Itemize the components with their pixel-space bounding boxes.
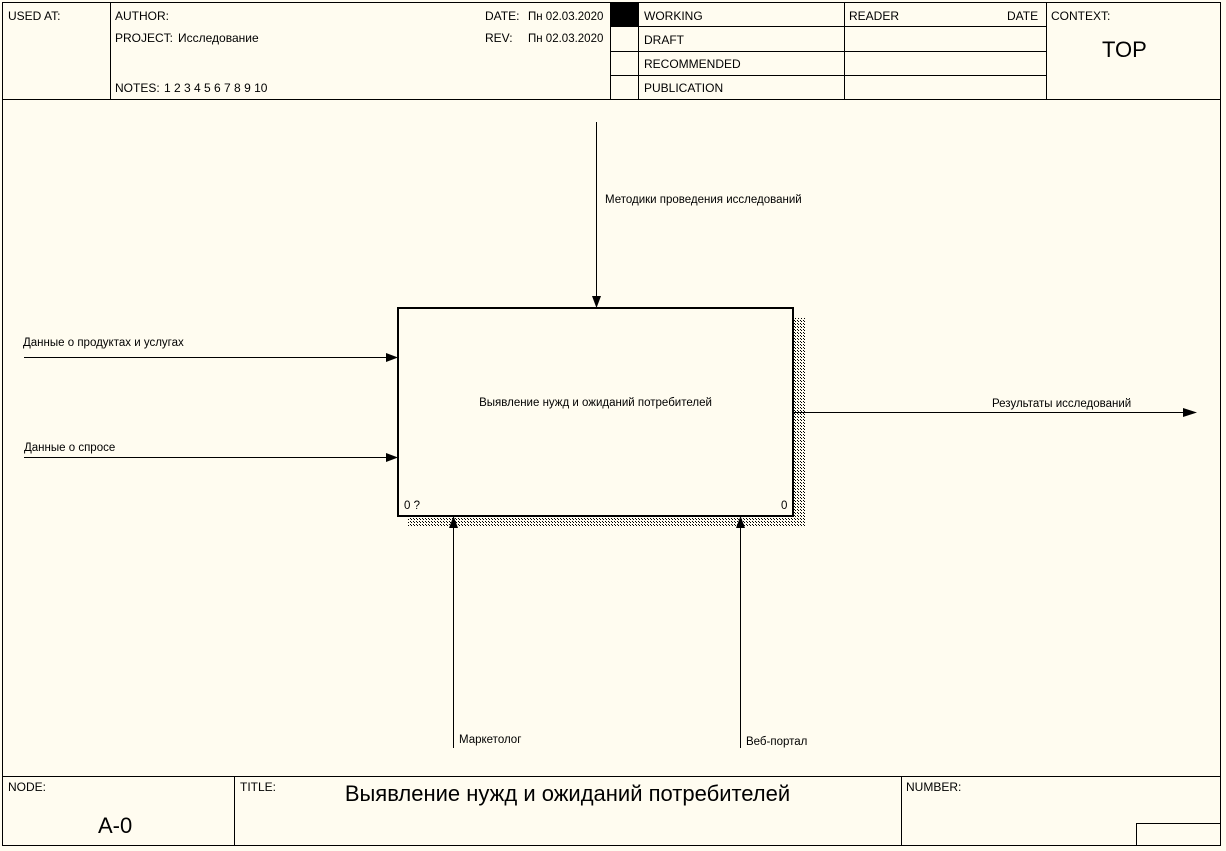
mechanism-arrow-2-label[interactable]: Веб-портал xyxy=(746,736,808,748)
title-value: Выявление нужд и ожиданий потребителей xyxy=(344,781,791,806)
reader-label: READER xyxy=(849,9,900,23)
context-label: CONTEXT: xyxy=(1051,9,1111,23)
input-arrow-1-label[interactable]: Данные о продуктах и услугах xyxy=(23,337,184,349)
used-at-label: USED AT: xyxy=(8,9,61,23)
context-value: TOP xyxy=(1102,37,1147,62)
status-publication: PUBLICATION xyxy=(644,81,724,95)
date-value: Пн 02.03.2020 xyxy=(528,11,604,23)
rev-label: REV: xyxy=(485,31,513,45)
output-arrowhead xyxy=(1183,408,1197,417)
mechanism-arrowhead-2 xyxy=(736,516,745,528)
activity-shadow-right xyxy=(793,318,805,527)
notes-label: NOTES: xyxy=(115,81,160,95)
title-label: TITLE: xyxy=(240,780,277,794)
project-value: Исследование xyxy=(178,31,259,45)
input-arrowhead-2 xyxy=(386,453,398,462)
author-label: AUTHOR: xyxy=(115,9,169,23)
status-working: WORKING xyxy=(644,9,703,23)
control-arrowhead xyxy=(592,296,601,308)
number-label: NUMBER: xyxy=(906,780,962,794)
output-arrow-label[interactable]: Результаты исследований xyxy=(992,398,1132,410)
mechanism-arrow-1-label[interactable]: Маркетолог xyxy=(459,734,522,746)
input-arrowhead-1 xyxy=(386,353,398,362)
activity-box-number: 0 xyxy=(781,500,788,512)
mechanism-arrowhead-1 xyxy=(449,516,458,528)
node-value: A-0 xyxy=(98,813,133,838)
activity-node-ref: 0 ? xyxy=(404,500,420,512)
control-arrow-label[interactable]: Методики проведения исследований xyxy=(605,194,802,206)
activity-shadow-bottom xyxy=(408,516,805,527)
rev-value: Пн 02.03.2020 xyxy=(528,33,604,45)
status-recommended: RECOMMENDED xyxy=(644,57,741,71)
status-working-marker xyxy=(611,3,638,26)
date-label: DATE: xyxy=(485,9,520,23)
input-arrow-2-label[interactable]: Данные о спросе xyxy=(24,442,116,454)
activity-name[interactable]: Выявление нужд и ожиданий потребителей xyxy=(479,397,712,409)
project-label: PROJECT: xyxy=(115,31,174,45)
notes-value: 1 2 3 4 5 6 7 8 9 10 xyxy=(164,81,268,95)
activity-box xyxy=(397,307,794,517)
status-draft: DRAFT xyxy=(644,33,684,47)
reader-date-label: DATE xyxy=(1007,9,1039,23)
node-label: NODE: xyxy=(8,780,47,794)
